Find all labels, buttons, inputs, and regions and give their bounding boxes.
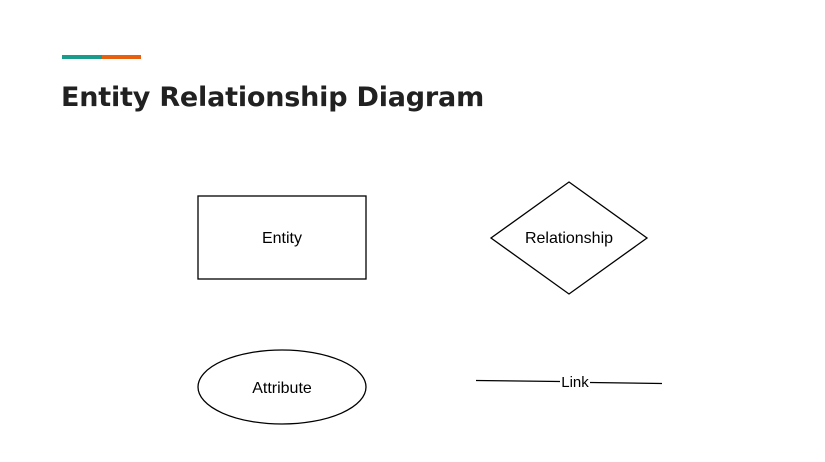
link-line-right: [589, 381, 663, 385]
slide-title: Entity Relationship Diagram: [61, 82, 485, 113]
entity-label: Entity: [262, 230, 302, 247]
link-line-left: [475, 379, 561, 383]
entity-shape: Entity: [197, 195, 367, 280]
entity-rectangle: [197, 195, 367, 280]
relationship-shape: Relationship: [489, 181, 649, 295]
relationship-diamond: [489, 181, 649, 295]
accent-bar-orange: [102, 55, 141, 59]
attribute-label: Attribute: [252, 380, 312, 397]
link-label: Link: [561, 374, 589, 391]
relationship-label: Relationship: [525, 230, 613, 247]
attribute-shape: Attribute: [197, 349, 367, 425]
accent-bar-teal: [62, 55, 102, 59]
link-shape: Link: [475, 374, 663, 391]
attribute-ellipse: [197, 349, 367, 425]
